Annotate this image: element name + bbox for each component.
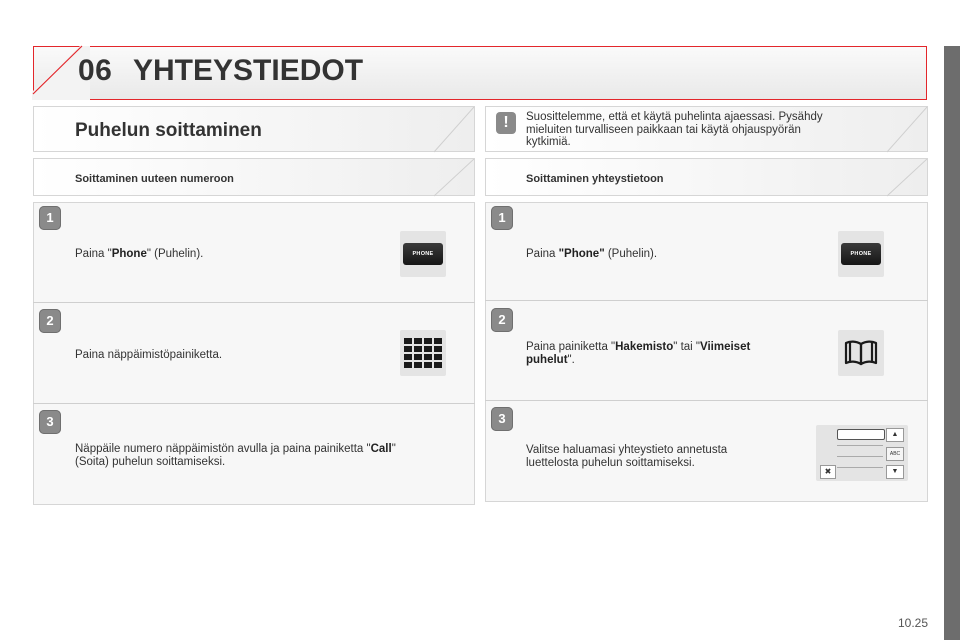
chapter-title: YHTEYSTIEDOT [133,54,364,87]
list-row [837,445,883,446]
step-badge-1: 1 [39,206,61,230]
chapter-number: 06 [78,54,113,87]
step-text-3: Näppäile numero näppäimistön avulla ja p… [75,443,396,468]
box-corner-decoration [887,107,927,153]
step-badge-2: 2 [491,308,513,332]
keypad-icon [400,330,446,376]
subtitle-right: Soittaminen yhteystietoon [526,173,664,185]
warning-text: Suosittelemme, että et käytä puhelinta a… [526,111,823,148]
step-divider [485,300,928,301]
section-title: Puhelun soittaminen [75,120,262,141]
keypad-grid-icon [404,338,442,368]
step-badge-2: 2 [39,309,61,333]
phone-label: PHONE [841,243,881,265]
open-book-icon [844,340,878,366]
warning-box [485,106,928,153]
book-icon [838,330,884,376]
list-row-selected [837,429,885,440]
subtitle-left: Soittaminen uuteen numeroon [75,173,234,185]
phone-button-icon: PHONE [400,231,446,277]
subtitle-box-right [485,158,928,197]
step-badge-3: 3 [491,407,513,431]
page-number: 10.25 [898,616,929,630]
step-divider [33,302,475,303]
step-text-1: Paina "Phone" (Puhelin). [526,248,658,260]
scroll-down-icon: ▼ [886,465,904,479]
subtitle-box-left [33,158,475,197]
step-text-2: Paina näppäimistöpainiketta. [75,349,223,361]
header-corner-decoration [32,45,90,100]
step-divider [33,403,475,404]
scroll-up-icon: ▲ [886,428,904,442]
step-divider [485,400,928,401]
step-text-3: Valitse haluamasi yhteystieto annetusta … [526,444,728,469]
exclamation-icon: ! [496,112,516,134]
page-edge-bar [944,46,960,640]
phone-button-icon: PHONE [838,231,884,277]
phone-label: PHONE [403,243,443,265]
close-icon: ✖ [820,465,836,479]
step-text-1: Paina "Phone" (Puhelin). [75,248,204,260]
header-band [33,46,927,100]
box-corner-decoration [887,159,927,197]
section-title-box [33,106,475,153]
contact-list-icon: ▲ ABC ▼ ✖ [816,425,908,481]
step-text-2: Paina painiketta "Hakemisto" tai "Viimei… [526,341,751,366]
abc-icon: ABC [886,447,904,461]
box-corner-decoration [434,107,474,153]
step-badge-1: 1 [491,206,513,230]
list-row [837,467,883,468]
step-badge-3: 3 [39,410,61,434]
list-row [837,456,883,457]
box-corner-decoration [434,159,474,197]
